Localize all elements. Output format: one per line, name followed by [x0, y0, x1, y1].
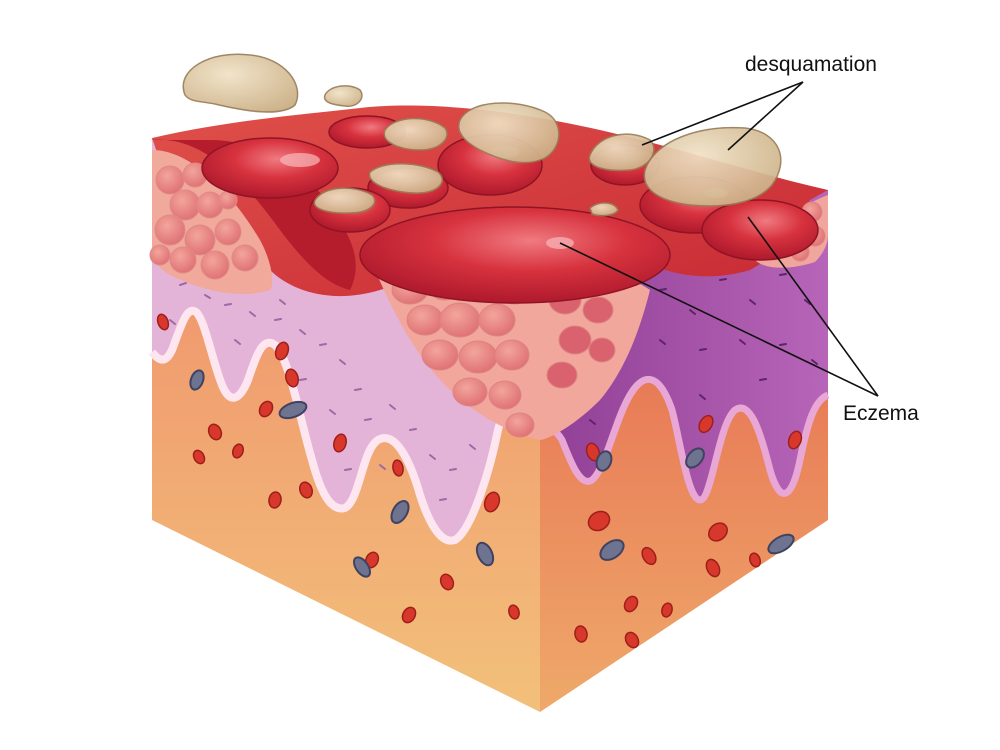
eczema-leader-1 [559, 242, 879, 397]
eczema-leader-2 [747, 216, 879, 397]
white-blood-cells [189, 369, 795, 578]
side-basement-membrane [539, 375, 830, 504]
scales [182, 53, 782, 217]
front-basement-membrane [148, 306, 542, 545]
desquamation-label: desquamation [745, 53, 877, 76]
red-blood-cells [156, 313, 803, 649]
front-epidermis-granules [169, 273, 521, 501]
desquamation-leader-1 [641, 81, 804, 146]
leader-lines [559, 81, 879, 397]
top-surface [149, 53, 828, 440]
desquamation-leader-2 [727, 81, 804, 151]
eczema-label: Eczema [843, 402, 919, 425]
left-cell-lobules [149, 162, 259, 280]
